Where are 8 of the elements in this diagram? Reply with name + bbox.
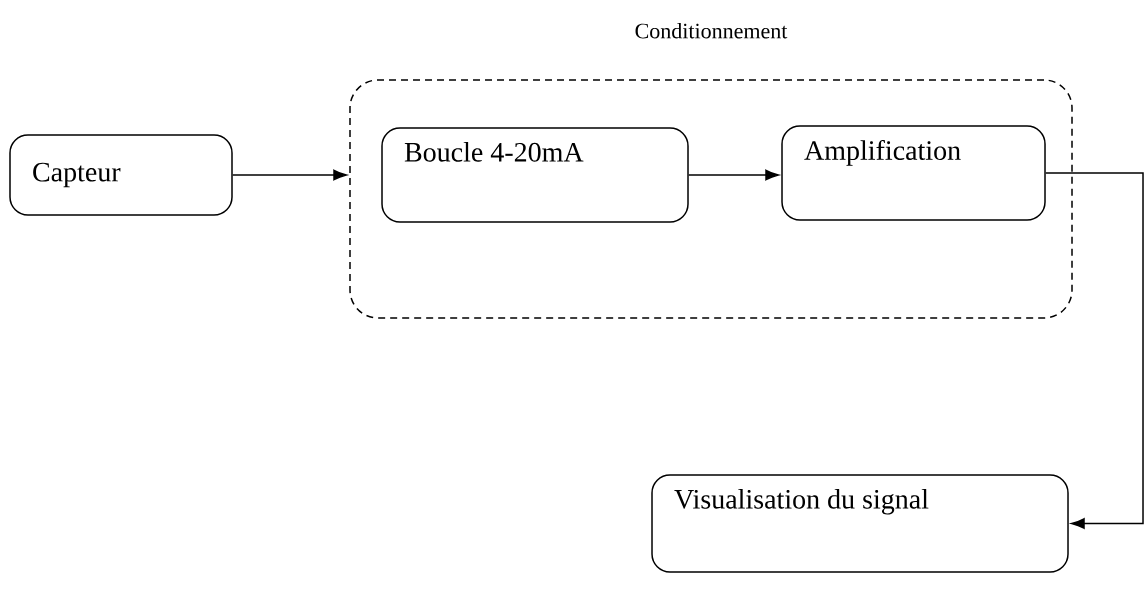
- process-box: Visualisation du signal: [651, 474, 1069, 573]
- arrow: [1045, 172, 1144, 529]
- group-title: Conditionnement: [635, 23, 788, 39]
- arrow: [688, 169, 779, 181]
- process-box: Amplification: [781, 125, 1046, 221]
- process-box: Capteur: [9, 134, 233, 216]
- arrow: [232, 169, 347, 181]
- process-box: Boucle 4-20mA: [381, 127, 689, 223]
